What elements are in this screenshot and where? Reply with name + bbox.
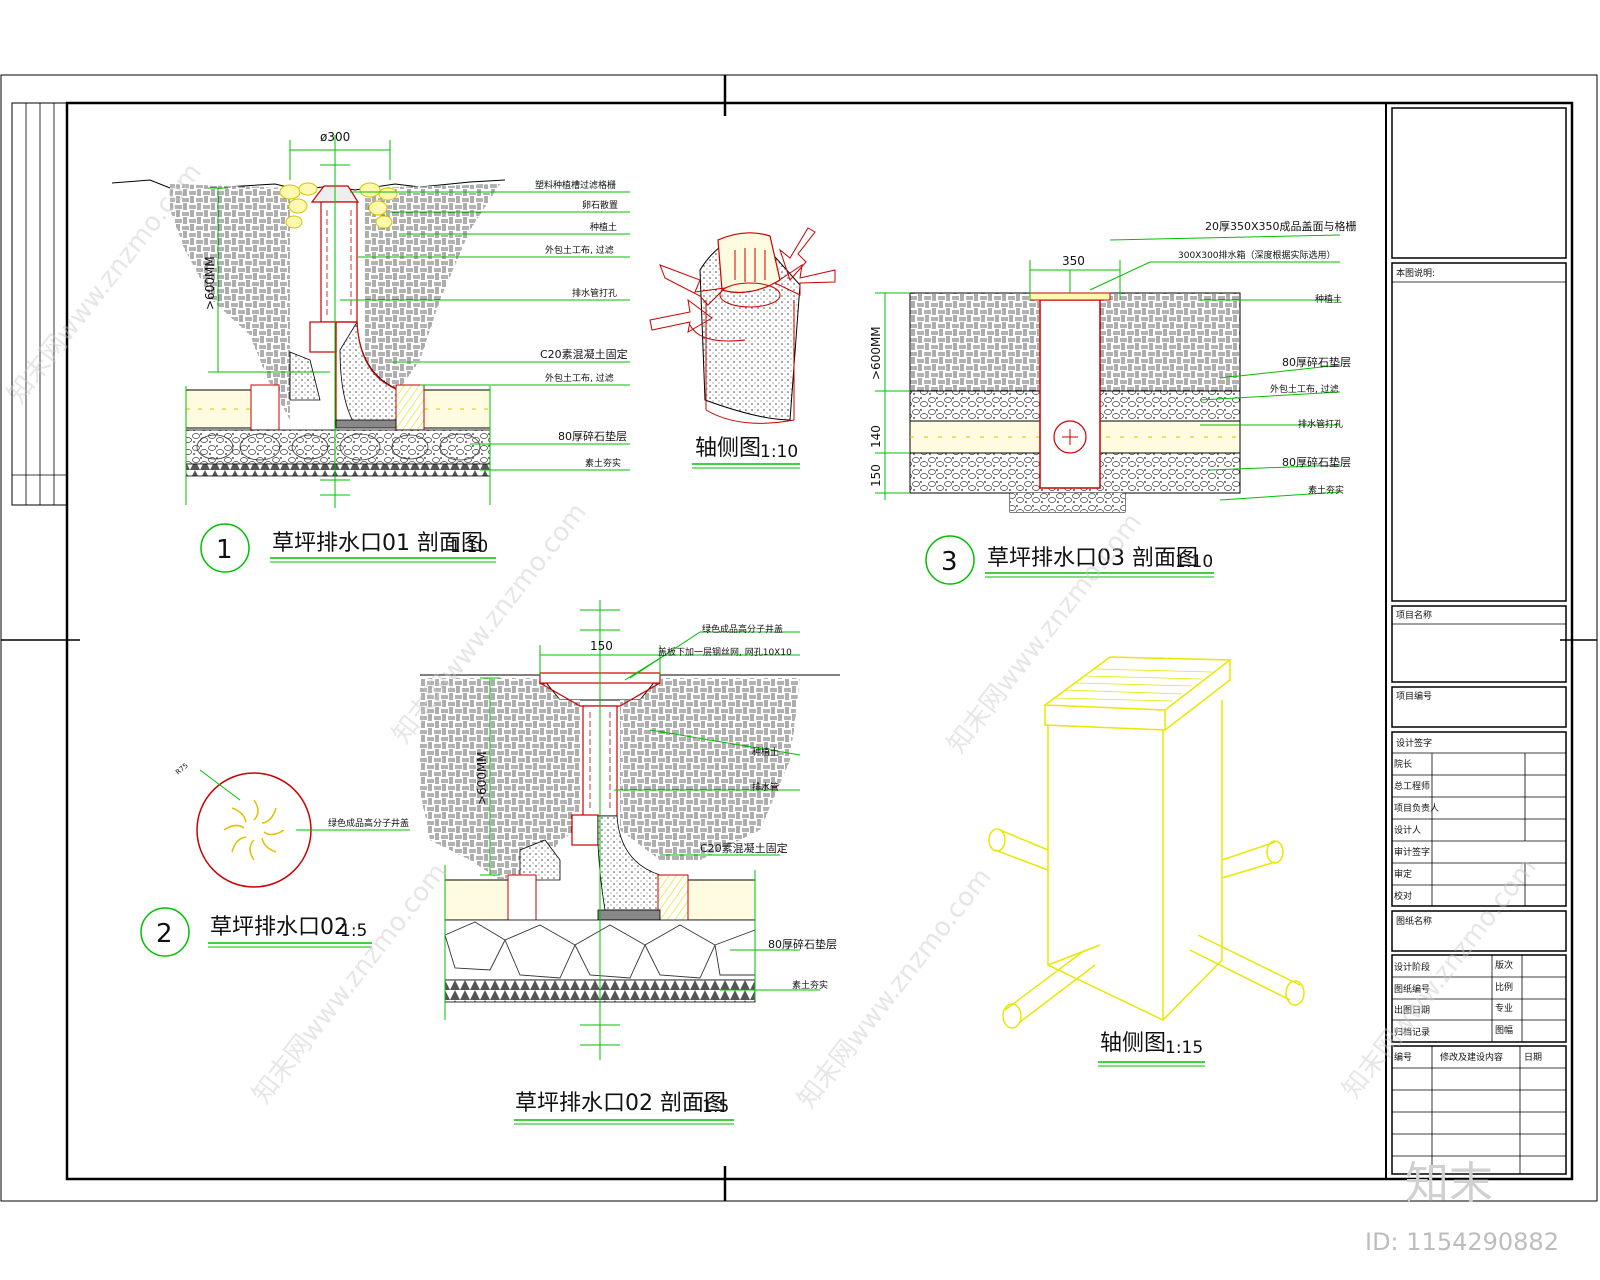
detail-3-label-0: 种植土 <box>1315 293 1342 305</box>
detail-1-diameter: ø300 <box>320 130 350 144</box>
axon-1-scale: 1:10 <box>760 442 798 462</box>
detail-1-title: 草坪排水口01 剖面图 <box>272 531 483 556</box>
detail-3-scale: 1:10 <box>1175 552 1213 572</box>
detail-3-label-1: 80厚碎石垫层 <box>1282 355 1351 369</box>
tb-sig-0: 院长 <box>1394 758 1412 770</box>
detail-2-section-width: 150 <box>590 639 613 653</box>
detail-2-section-label-6: 素土夯实 <box>792 979 828 991</box>
tb-rev-col-1: 修改及建设内容 <box>1440 1051 1503 1063</box>
tb-sig-6: 校对 <box>1394 890 1412 902</box>
detail-2-section-title: 草坪排水口02 剖面图 <box>515 1091 726 1116</box>
tb-meta-right-3: 图幅 <box>1495 1024 1513 1036</box>
tb-project-name: 项目名称 <box>1396 609 1432 621</box>
tb-rev-col-2: 日期 <box>1524 1052 1542 1063</box>
detail-2-number: 2 <box>156 919 173 949</box>
detail-1-label-4: 排水管打孔 <box>572 287 617 299</box>
detail-2-title: 草坪排水口02 <box>210 915 348 940</box>
detail-1-label-5: C20素混凝土固定 <box>540 347 628 361</box>
tb-sig-3: 设计人 <box>1394 824 1421 836</box>
detail-2-section-scale: 1:5 <box>702 1097 729 1117</box>
detail-2-label: 绿色成品高分子井盖 <box>328 817 409 829</box>
tb-meta-right-2: 专业 <box>1495 1002 1513 1014</box>
detail-1-label-3: 外包土工布, 过滤 <box>545 244 614 256</box>
detail-1-label-8: 素土夯实 <box>585 457 621 469</box>
detail-2-section-label-1: 盖板下加一层钢丝网, 网孔10X10 <box>658 646 792 658</box>
tb-sig-1: 总工程师 <box>1394 780 1430 792</box>
detail-1-label-6: 外包土工布, 过滤 <box>545 372 614 384</box>
detail-2-radius: R75 <box>174 762 190 777</box>
detail-1-label-1: 卵石散置 <box>582 199 618 211</box>
tb-rev-col-0: 编号 <box>1394 1051 1412 1063</box>
detail-1-label-2: 种植土 <box>590 221 617 233</box>
tb-meta-right-1: 比例 <box>1495 981 1513 993</box>
watermark-3: 知末网www.znzmo.com <box>247 858 453 1110</box>
detail-3-top-label-0: 20厚350X350成品盖面与格栅 <box>1205 219 1357 233</box>
tb-notes: 本图说明: <box>1396 267 1435 279</box>
binding-strip <box>11 102 68 506</box>
tb-meta-left-0: 设计阶段 <box>1394 961 1430 973</box>
detail-2-section-label-5: 80厚碎石垫层 <box>768 937 837 951</box>
detail-2-section-label-0: 绿色成品高分子井盖 <box>702 623 783 635</box>
detail-3-depth: >600MM <box>869 326 883 380</box>
detail-3-label-5: 素土夯实 <box>1308 484 1344 496</box>
detail-3-label-4: 80厚碎石垫层 <box>1282 455 1351 469</box>
detail-3-title: 草坪排水口03 剖面图 <box>987 546 1198 571</box>
axon-1-title: 轴侧图 <box>695 436 761 461</box>
tb-meta-left-2: 出图日期 <box>1394 1004 1430 1016</box>
axon-1: 轴侧图 1:10 <box>649 227 836 469</box>
inner-frame <box>65 101 1574 1181</box>
tb-sig-4: 审计签字 <box>1394 846 1430 858</box>
detail-2-section: 150 >600MM 绿色成品高分子井盖 盖板下加一层钢丝网, 网孔10X10 … <box>420 600 840 1125</box>
detail-1-label-0: 塑料种植槽过滤格栅 <box>535 179 616 191</box>
axon-2 <box>988 656 1305 1029</box>
tb-meta-left-3: 归档记录 <box>1394 1026 1430 1038</box>
tb-meta-left-1: 图纸编号 <box>1394 983 1430 995</box>
watermark-6: 知末网www.znzmo.com <box>1337 853 1543 1105</box>
detail-1-scale: 1:10 <box>450 537 488 557</box>
detail-3-top-label-1: 300X300排水箱（深度根据实际选用） <box>1178 249 1336 261</box>
axon-2-title: 轴侧图 <box>1100 1031 1166 1056</box>
detail-3-150: 150 <box>869 464 883 487</box>
detail-1-depth: >600MM <box>203 256 217 310</box>
detail-3-width: 350 <box>1062 254 1085 268</box>
tb-project-no: 项目编号 <box>1396 690 1432 702</box>
detail-3-number: 3 <box>941 547 958 577</box>
tb-sig-2: 项目负责人 <box>1394 802 1439 814</box>
detail-1-section: ø300 >600MM 塑料种植槽过滤格栅 卵石散置 种植土 外包土工布, 过滤… <box>111 130 630 573</box>
outer-frame <box>0 74 1598 1202</box>
detail-1-label-7: 80厚碎石垫层 <box>558 429 627 443</box>
detail-2-scale: 1:5 <box>340 921 367 941</box>
tb-drawing-name: 图纸名称 <box>1396 915 1432 927</box>
detail-3-section: 350 >600MM 140 150 20厚350X350成品盖面与格栅 300… <box>869 219 1357 585</box>
tb-signatures-header: 设计签字 <box>1396 737 1432 749</box>
tb-sig-5: 审定 <box>1394 868 1412 880</box>
watermark-1: 知末网www.znzmo.com <box>2 158 208 410</box>
detail-2-plan: R75 绿色成品高分子井盖 2 草坪排水口02 1:5 <box>140 762 410 957</box>
watermark-id: ID: 1154290882 <box>1365 1228 1559 1256</box>
detail-2-section-label-4: C20素混凝土固定 <box>700 841 788 855</box>
axon-2-scale: 1:15 <box>1165 1038 1203 1058</box>
detail-3-label-3: 排水管打孔 <box>1298 418 1343 430</box>
detail-1-number: 1 <box>216 535 233 565</box>
detail-3-140: 140 <box>869 425 883 448</box>
title-block: 本图说明: 项目名称 项目编号 设计签字 院长 总工程师 项目负责人 设计人 审… <box>1385 102 1573 1180</box>
tb-meta-right-0: 版次 <box>1495 959 1513 971</box>
detail-3-label-2: 外包土工布, 过滤 <box>1270 383 1339 395</box>
detail-2-section-depth: >600MM <box>475 751 489 805</box>
watermark-logo: 知末 <box>1405 1158 1493 1209</box>
detail-2-section-label-3: 排水管 <box>752 781 779 793</box>
detail-2-section-label-2: 种植土 <box>752 746 779 758</box>
